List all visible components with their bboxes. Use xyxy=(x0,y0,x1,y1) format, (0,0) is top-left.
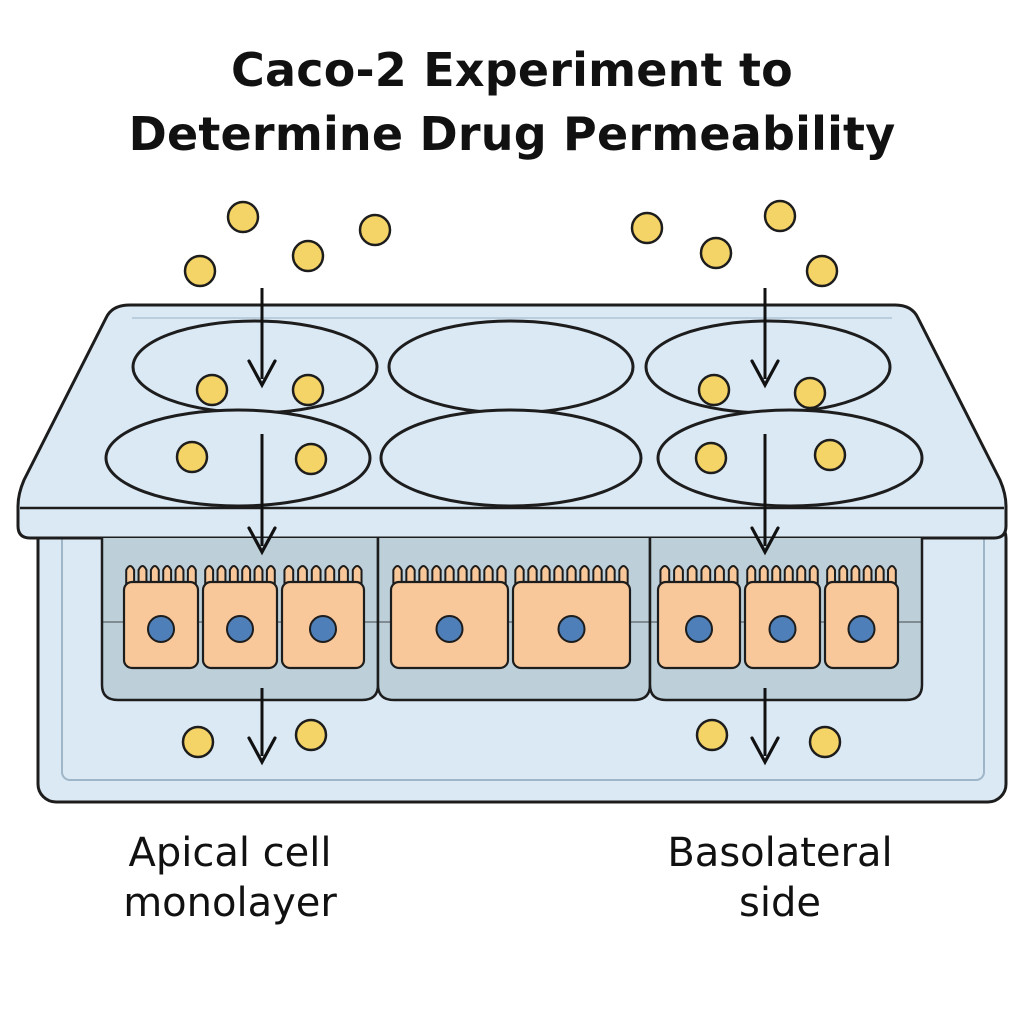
down-arrow-icon xyxy=(750,688,780,766)
drug-particle-icon xyxy=(695,718,729,752)
wells xyxy=(104,319,924,508)
well-bottom-left xyxy=(104,408,372,508)
cell-nucleus-icon xyxy=(685,615,713,643)
epithelial-cell-icon xyxy=(122,565,200,670)
label-basolateral: Basolateral side xyxy=(625,828,935,928)
drug-particle-icon xyxy=(358,213,392,247)
cell-nucleus-icon xyxy=(847,615,876,643)
label-apical: Apical cell monolayer xyxy=(75,828,385,928)
cell-nucleus-icon xyxy=(435,615,464,643)
title-line-1: Caco-2 Experiment to xyxy=(231,43,793,97)
cell-nucleus-icon xyxy=(309,615,337,643)
well-bottom-right xyxy=(656,408,924,508)
drug-particle-icon xyxy=(181,725,215,759)
epithelial-cell-icon xyxy=(511,565,632,670)
drug-particle-icon xyxy=(195,373,229,407)
drug-particle-icon xyxy=(294,442,328,476)
label-basolateral-line-1: Basolateral xyxy=(667,830,893,876)
label-apical-line-1: Apical cell xyxy=(128,830,332,876)
drug-particle-icon xyxy=(183,254,217,288)
drug-particle-icon xyxy=(294,718,328,752)
epithelial-cell-icon xyxy=(823,565,900,670)
label-basolateral-line-2: side xyxy=(739,880,821,926)
cell-nucleus-icon xyxy=(147,615,175,643)
drug-particle-icon xyxy=(763,199,797,233)
well-top-right xyxy=(644,319,892,415)
drug-particle-icon xyxy=(226,200,260,234)
down-arrow-icon xyxy=(750,288,780,389)
drug-particle-icon xyxy=(813,438,847,472)
title-line-2: Determine Drug Permeability xyxy=(128,107,896,161)
down-arrow-icon xyxy=(247,434,277,556)
drug-particle-icon xyxy=(805,254,839,288)
epithelial-cell-icon xyxy=(743,565,822,670)
drug-particle-icon xyxy=(175,440,209,474)
diagram-title: Caco-2 Experiment to Determine Drug Perm… xyxy=(0,38,1024,166)
drug-particles xyxy=(175,199,847,759)
epithelial-cell-icon xyxy=(656,565,742,670)
cell-nucleus-icon xyxy=(226,615,254,643)
epithelial-cell-icon xyxy=(280,565,366,670)
drug-particle-icon xyxy=(291,239,325,273)
down-arrow-icon xyxy=(750,434,780,556)
drug-particle-icon xyxy=(808,725,842,759)
transport-arrows xyxy=(247,288,780,766)
well-top-center xyxy=(387,319,635,415)
drug-particle-icon xyxy=(793,376,827,410)
down-arrow-icon xyxy=(247,288,277,389)
label-apical-line-2: monolayer xyxy=(123,880,337,926)
down-arrow-icon xyxy=(247,688,277,766)
drug-particle-icon xyxy=(291,373,325,407)
drug-particle-icon xyxy=(699,236,733,270)
cell-nucleus-icon xyxy=(768,615,797,643)
well-top-left xyxy=(131,319,379,415)
drug-particle-icon xyxy=(697,373,731,407)
drug-particle-icon xyxy=(630,211,664,245)
well-bottom-center xyxy=(379,408,643,508)
drug-particle-icon xyxy=(694,441,728,475)
cell-nucleus-icon xyxy=(557,615,586,643)
epithelial-cell-icon xyxy=(201,565,279,670)
cell-monolayer xyxy=(122,565,900,670)
epithelial-cell-icon xyxy=(389,565,510,670)
